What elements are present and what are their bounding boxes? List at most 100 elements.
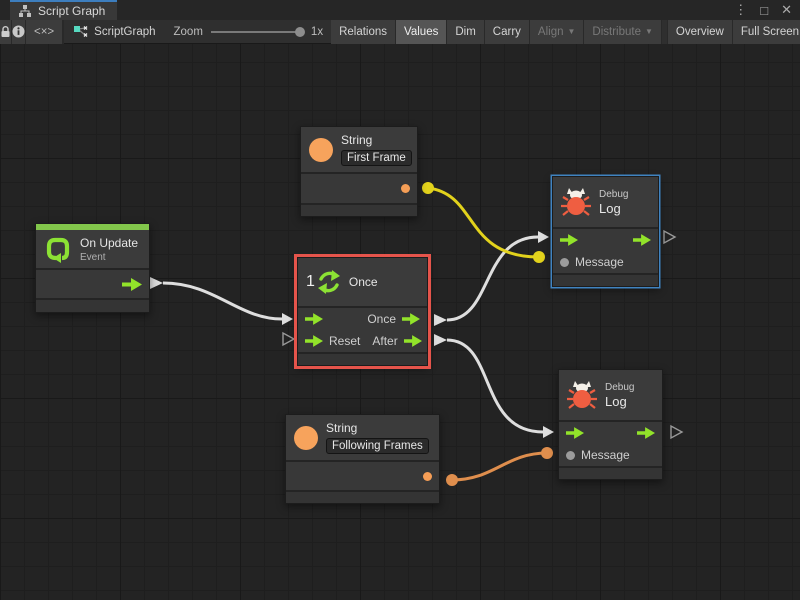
- zoom-slider-handle[interactable]: [294, 26, 305, 37]
- string-output-port[interactable]: [423, 471, 432, 481]
- node-debug-log-bottom[interactable]: Debug Log Message: [558, 369, 663, 480]
- port-row: Once: [298, 308, 427, 330]
- wire-start-cap[interactable]: [434, 334, 447, 346]
- node-on-update[interactable]: On Update Event: [35, 223, 150, 313]
- node-title: String: [341, 133, 373, 147]
- port-row: [553, 229, 658, 251]
- reset-input-port[interactable]: [305, 335, 323, 347]
- port-row: [559, 422, 662, 444]
- values-button[interactable]: Values: [396, 19, 448, 44]
- graph-canvas[interactable]: String First Frame On Update Event: [0, 44, 800, 600]
- node-divider: [286, 460, 439, 462]
- wire-endpoint-dot[interactable]: [422, 182, 434, 194]
- node-category: Debug: [605, 381, 635, 393]
- align-button[interactable]: Align ▼: [529, 19, 585, 44]
- close-icon[interactable]: ✕: [781, 2, 792, 17]
- wire-arrowhead[interactable]: [282, 313, 293, 325]
- debug-bug-icon: [561, 188, 591, 216]
- window-titlebar: Script Graph ⋮ □ ✕: [0, 0, 800, 20]
- lock-icon: [1, 26, 10, 37]
- node-divider: [286, 490, 439, 492]
- debug-bottom-output-connector[interactable]: [670, 424, 684, 440]
- port-row: Message: [559, 444, 662, 466]
- node-footer: [286, 492, 439, 503]
- wire-arrowhead[interactable]: [538, 231, 549, 243]
- zoom-slider[interactable]: [210, 26, 305, 37]
- node-header[interactable]: 1 Once: [298, 258, 427, 306]
- wire-start-cap[interactable]: [434, 314, 447, 326]
- node-divider: [301, 203, 417, 205]
- wire-endpoint-dot[interactable]: [533, 251, 545, 263]
- flow-input-port[interactable]: [566, 427, 584, 439]
- flow-output-port[interactable]: [633, 234, 651, 246]
- node-header[interactable]: On Update Event: [36, 230, 149, 268]
- inspect-code-button[interactable]: <×>: [26, 19, 64, 44]
- node-title: On Update: [80, 235, 139, 250]
- carry-button[interactable]: Carry: [484, 19, 530, 44]
- maximize-icon[interactable]: □: [760, 2, 769, 18]
- node-divider: [553, 273, 658, 275]
- node-string-following-frames[interactable]: String Following Frames: [285, 414, 440, 504]
- node-divider: [559, 466, 662, 468]
- port-label-message: Message: [575, 255, 624, 269]
- info-icon: [12, 25, 25, 38]
- wire-once-to-debug-bottom[interactable]: [446, 338, 544, 434]
- node-header[interactable]: Debug Log: [553, 177, 658, 227]
- overview-button[interactable]: Overview: [667, 19, 733, 44]
- message-input-port[interactable]: [566, 450, 575, 460]
- flow-output-port[interactable]: [637, 427, 655, 439]
- node-header[interactable]: String First Frame: [301, 127, 417, 172]
- wire-endpoint-dot[interactable]: [541, 447, 553, 459]
- distribute-button[interactable]: Distribute ▼: [584, 19, 662, 44]
- node-title: String: [326, 421, 358, 435]
- node-footer: [553, 275, 658, 286]
- port-row: Reset After: [298, 330, 427, 352]
- string-output-port[interactable]: [401, 184, 410, 193]
- wire-once-to-debug-top[interactable]: [446, 235, 539, 322]
- wire-endpoint-dot[interactable]: [446, 474, 458, 486]
- wire-firstframe-to-message[interactable]: [427, 186, 540, 259]
- info-button[interactable]: [12, 19, 26, 44]
- wire-start-cap[interactable]: [150, 277, 163, 289]
- node-divider: [298, 352, 427, 354]
- flow-input-port[interactable]: [305, 313, 323, 325]
- string-value-input[interactable]: Following Frames: [326, 438, 429, 454]
- string-value-input[interactable]: First Frame: [341, 150, 412, 166]
- once-output-port[interactable]: [402, 313, 420, 325]
- node-header[interactable]: Debug Log: [559, 370, 662, 420]
- port-row: Message: [553, 251, 658, 273]
- after-output-port[interactable]: [403, 335, 422, 347]
- flow-output-port[interactable]: [122, 277, 142, 291]
- tab-script-graph[interactable]: Script Graph: [10, 0, 118, 20]
- reset-input-connector[interactable]: [282, 331, 296, 347]
- graph-breadcrumb[interactable]: ScriptGraph: [64, 20, 165, 44]
- window-menu-icon[interactable]: ⋮: [734, 2, 748, 17]
- output-row: [301, 174, 417, 203]
- relations-button[interactable]: Relations: [331, 19, 397, 44]
- message-input-port[interactable]: [560, 257, 569, 267]
- node-category: Debug: [599, 188, 629, 200]
- node-divider: [298, 306, 427, 308]
- node-once[interactable]: 1 Once Once: [297, 257, 428, 366]
- debug-top-output-connector[interactable]: [663, 229, 677, 245]
- node-debug-log-top[interactable]: Debug Log Message: [552, 176, 659, 287]
- wire-arrowhead[interactable]: [543, 426, 554, 438]
- dim-button[interactable]: Dim: [447, 19, 485, 44]
- toolbar-buttons: Relations Values Dim Carry Align ▼ Distr…: [331, 19, 800, 44]
- port-label-once: Once: [367, 312, 396, 326]
- node-string-first-frame[interactable]: String First Frame: [300, 126, 418, 217]
- toolbar-divider: [63, 19, 65, 44]
- node-title: Once: [348, 275, 378, 289]
- wire-followingframes-to-message[interactable]: [451, 451, 548, 482]
- fullscreen-button[interactable]: Full Screen: [732, 19, 800, 44]
- lock-button[interactable]: [0, 19, 12, 44]
- zoom-value: 1x: [310, 25, 324, 38]
- wire-onupdate-to-once[interactable]: [162, 281, 283, 321]
- graph-toolbar: <×> ScriptGraph Zoom 1x Relations Values…: [0, 19, 800, 44]
- node-divider: [553, 227, 658, 229]
- node-header[interactable]: String Following Frames: [286, 415, 439, 460]
- node-title: Log: [599, 200, 621, 216]
- node-divider: [36, 298, 149, 300]
- node-footer: [559, 468, 662, 479]
- flow-input-port[interactable]: [560, 234, 578, 246]
